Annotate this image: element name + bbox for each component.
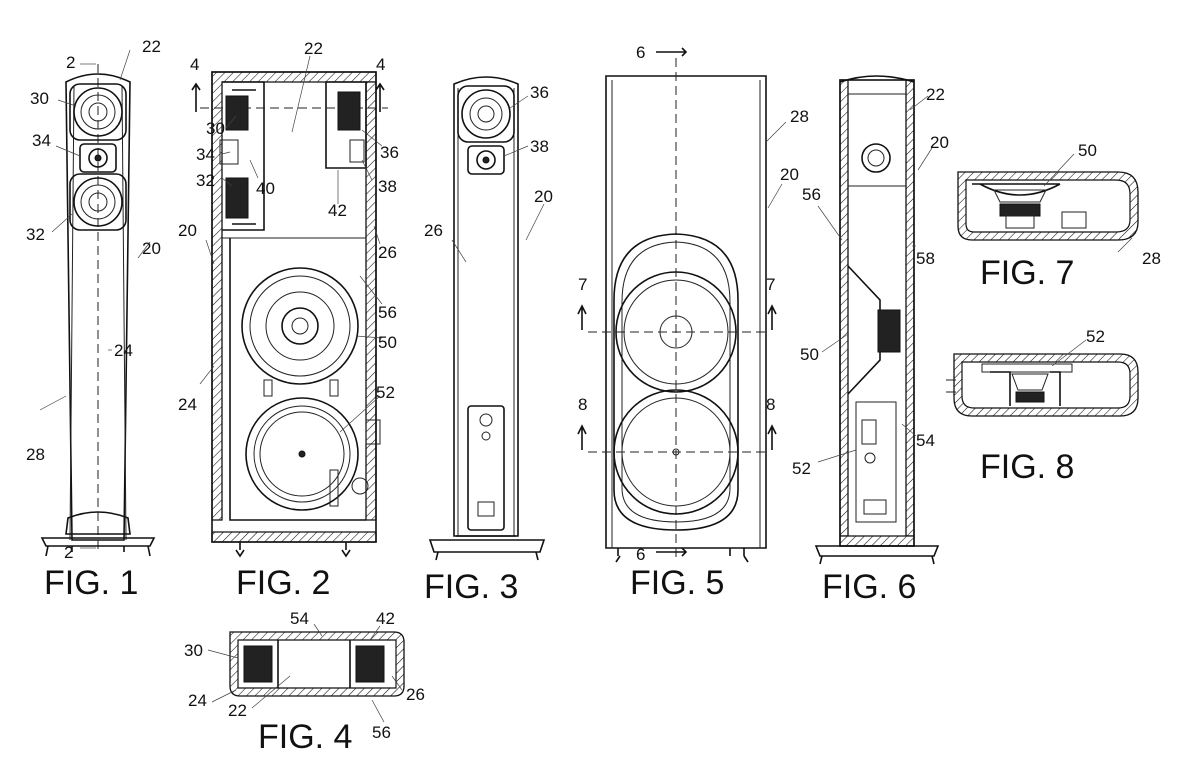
- ref-28: 28: [790, 107, 809, 126]
- ref-24: 24: [188, 691, 207, 710]
- ref-8-left: 8: [578, 395, 587, 414]
- ref-50: 50: [378, 333, 397, 352]
- ref-36: 36: [530, 83, 549, 102]
- ref-26: 26: [378, 243, 397, 262]
- ref-22: 22: [228, 701, 247, 720]
- ref-26: 26: [424, 221, 443, 240]
- ref-22: 22: [304, 39, 323, 58]
- figure-label-7: FIG. 7: [980, 254, 1074, 292]
- figure-label-5: FIG. 5: [630, 564, 724, 602]
- ref-6-top: 6: [636, 43, 645, 62]
- ref-28: 28: [1142, 249, 1161, 268]
- figure-3-rear-view: 36 38 20 26 FIG. 3: [424, 76, 553, 606]
- ref-20: 20: [142, 239, 161, 258]
- figure-5-rear-open-view: 6 28 20 7 7 8 8 6 FIG. 5: [577, 43, 809, 602]
- ref-56: 56: [802, 185, 821, 204]
- ref-50: 50: [1078, 141, 1097, 160]
- ref-38: 38: [530, 137, 549, 156]
- figure-label-1: FIG. 1: [44, 564, 138, 602]
- figure-6-side-section: 22 20 56 58 50 54 52 FIG. 6: [792, 75, 949, 606]
- ref-8-right: 8: [766, 395, 775, 414]
- ref-56: 56: [372, 723, 391, 742]
- ref-24: 24: [178, 395, 197, 414]
- ref-7-right: 7: [766, 275, 775, 294]
- ref-38: 38: [378, 177, 397, 196]
- ref-28: 28: [26, 445, 45, 464]
- figure-label-3: FIG. 3: [424, 568, 518, 606]
- ref-32: 32: [196, 171, 215, 190]
- ref-30: 30: [206, 119, 225, 138]
- ref-40: 40: [256, 179, 275, 198]
- ref-20: 20: [178, 221, 197, 240]
- ref-50: 50: [800, 345, 819, 364]
- figure-4-top-section: 54 42 30 26 24 22 56 FIG. 4: [184, 609, 425, 756]
- ref-34: 34: [196, 145, 215, 164]
- figure-8-cross-section: 52 FIG. 8: [946, 327, 1139, 486]
- ref-22: 22: [926, 85, 945, 104]
- figure-1-front-view: 2 22 30 34 32 20 24 28 2 FIG. 1: [26, 37, 161, 602]
- ref-52: 52: [376, 383, 395, 402]
- ref-52: 52: [792, 459, 811, 478]
- ref-20: 20: [930, 133, 949, 152]
- ref-52: 52: [1086, 327, 1105, 346]
- figure-label-2: FIG. 2: [236, 564, 330, 602]
- ref-2-bottom: 2: [64, 543, 73, 562]
- ref-26: 26: [406, 685, 425, 704]
- figure-label-4: FIG. 4: [258, 718, 352, 756]
- ref-42: 42: [328, 201, 347, 220]
- ref-34: 34: [32, 131, 51, 150]
- ref-32: 32: [26, 225, 45, 244]
- ref-30: 30: [184, 641, 203, 660]
- ref-4-left: 4: [190, 55, 199, 74]
- figure-label-8: FIG. 8: [980, 448, 1074, 486]
- ref-2-top: 2: [66, 53, 75, 72]
- figure-label-6: FIG. 6: [822, 568, 916, 606]
- ref-54: 54: [916, 431, 935, 450]
- ref-20: 20: [780, 165, 799, 184]
- ref-42: 42: [376, 609, 395, 628]
- ref-24: 24: [114, 341, 133, 360]
- ref-58: 58: [916, 249, 935, 268]
- ref-6-bottom: 6: [636, 545, 645, 564]
- figure-7-cross-section: 50 28 FIG. 7: [957, 141, 1161, 292]
- ref-30: 30: [30, 89, 49, 108]
- ref-7-left: 7: [578, 275, 587, 294]
- ref-54: 54: [290, 609, 309, 628]
- ref-4-right: 4: [376, 55, 385, 74]
- ref-22: 22: [142, 37, 161, 56]
- ref-20: 20: [534, 187, 553, 206]
- ref-36: 36: [380, 143, 399, 162]
- ref-56: 56: [378, 303, 397, 322]
- figure-2-sectional-view: 4 4 22 30 34 32 40 36 38 42 20 26 56 50 …: [178, 39, 399, 602]
